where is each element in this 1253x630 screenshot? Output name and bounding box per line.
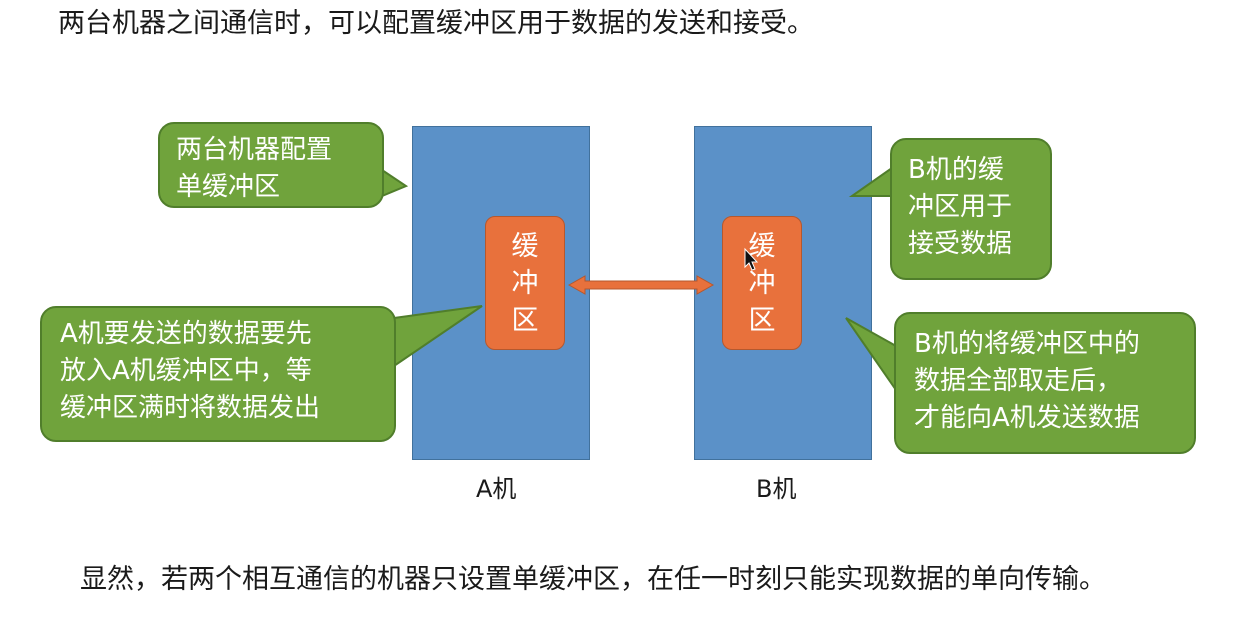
callout-2-pointer (393, 305, 483, 368)
conclusion-text: 显然，若两个相互通信的机器只设置单缓冲区，在任一时刻只能实现数据的单向传输。 (80, 564, 1106, 595)
callout-machine-a-send: A机要发送的数据要先 放入A机缓冲区中，等 缓冲区满时将数据发出 (40, 306, 396, 442)
callout-1-text: 两台机器配置 单缓冲区 (176, 135, 333, 202)
callout-3-pointer (848, 166, 893, 197)
callout-two-machines-single-buffer: 两台机器配置 单缓冲区 (158, 122, 384, 208)
machine-a-buffer-label: 缓冲区 (511, 230, 539, 336)
callout-4-text: B机的将缓冲区中的 数据全部取走后， 才能向A机发送数据 (914, 329, 1140, 433)
machine-a-label: A机 (476, 475, 517, 503)
callout-1-pointer (381, 168, 409, 198)
callout-2-text: A机要发送的数据要先 放入A机缓冲区中，等 缓冲区满时将数据发出 (60, 319, 321, 423)
mouse-cursor-icon (744, 247, 759, 271)
heading-text: 两台机器之间通信时，可以配置缓冲区用于数据的发送和接受。 (58, 8, 814, 39)
machine-a-buffer: 缓冲区 (485, 216, 565, 350)
callout-machine-b-receive: B机的缓 冲区用于 接受数据 (890, 138, 1052, 280)
machine-b-buffer: 缓冲区 (722, 216, 802, 350)
callout-machine-b-send-back: B机的将缓冲区中的 数据全部取走后， 才能向A机发送数据 (894, 312, 1196, 454)
machine-b-label: B机 (756, 475, 797, 503)
callout-3-text: B机的缓 冲区用于 接受数据 (908, 155, 1013, 259)
double-arrow-icon (567, 275, 715, 295)
machine-b-buffer-label: 缓冲区 (748, 230, 776, 336)
callout-4-pointer (845, 317, 897, 394)
